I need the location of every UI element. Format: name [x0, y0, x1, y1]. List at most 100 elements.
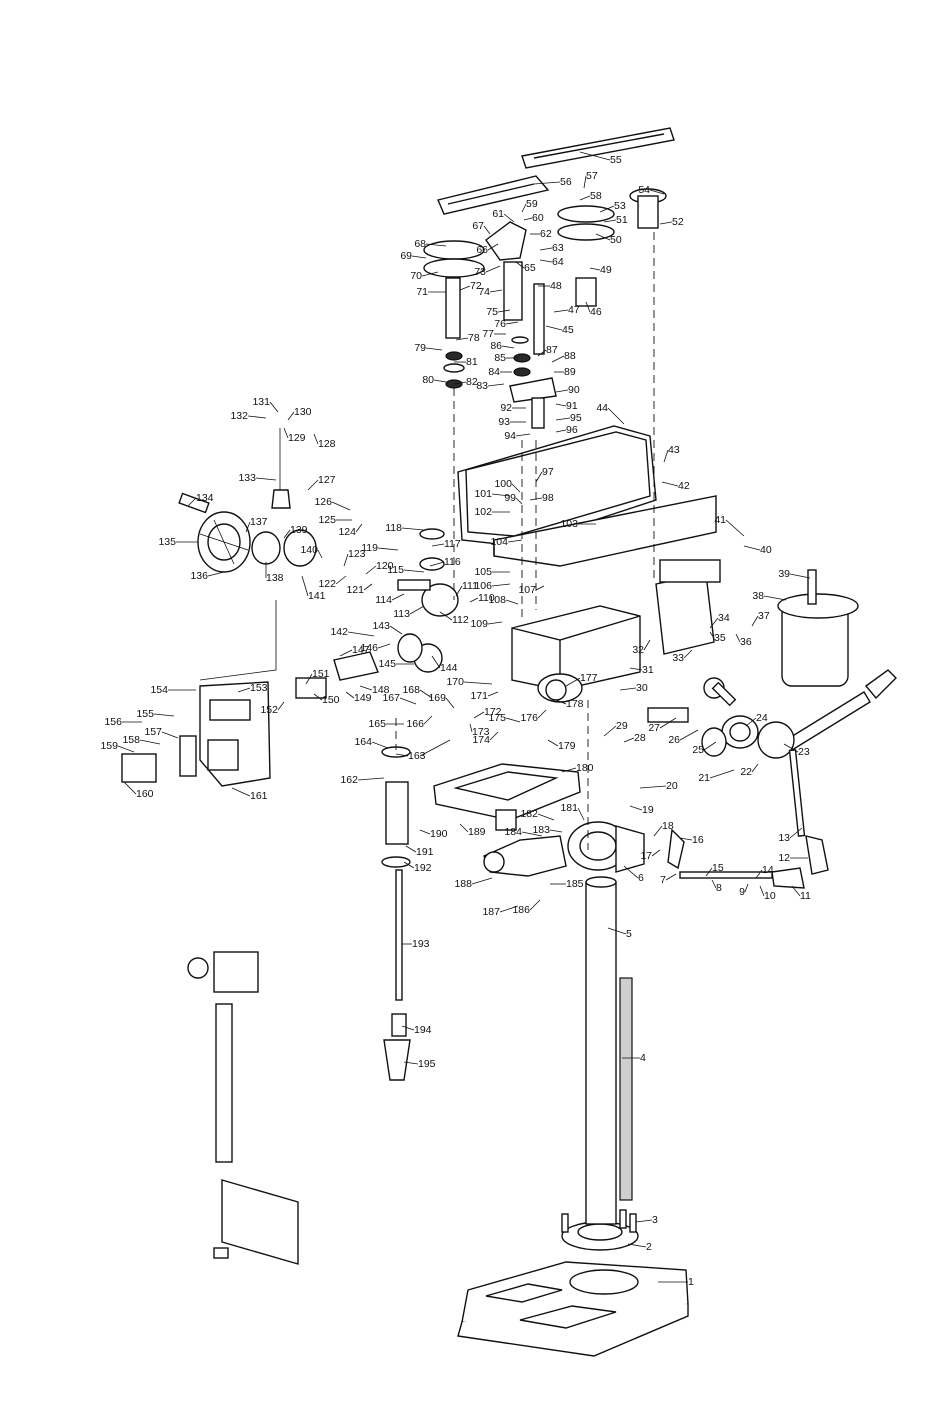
callout-label-43: 43	[668, 444, 680, 456]
motor	[777, 569, 859, 687]
callout-label-125: 125	[318, 514, 336, 526]
callout-leader-136	[207, 571, 225, 577]
callout-leader-188	[471, 877, 493, 885]
callout-leader-121	[363, 583, 373, 591]
callout-label-103: 103	[560, 518, 578, 530]
callout-leader-100	[511, 483, 521, 493]
callout-label-71: 71	[416, 286, 428, 298]
feed-handle	[757, 669, 897, 875]
callout-label-54: 54	[638, 184, 650, 196]
callout-label-127: 127	[318, 474, 336, 486]
callout-label-132: 132	[230, 410, 248, 422]
callout-leader-28	[623, 737, 635, 743]
callout-leader-66	[487, 243, 499, 251]
callout-leader-190	[419, 829, 431, 835]
callout-label-29: 29	[616, 720, 628, 732]
callout-label-148: 148	[372, 684, 390, 696]
callout-leader-140	[317, 549, 323, 559]
callout-leader-124	[355, 523, 363, 533]
callout-leader-130	[287, 411, 295, 421]
callout-leader-150	[313, 693, 323, 701]
base-plate	[457, 1261, 689, 1357]
callout-label-193: 193	[412, 938, 430, 950]
callout-leader-23	[783, 743, 799, 753]
callout-label-101: 101	[474, 488, 492, 500]
callout-leader-13	[789, 827, 803, 839]
callout-label-149: 149	[354, 692, 372, 704]
callout-leader-169	[445, 697, 455, 709]
pinion-shaft	[647, 677, 737, 723]
callout-leader-126	[331, 501, 351, 511]
callout-leader-21	[709, 769, 735, 779]
work-table	[433, 763, 581, 831]
callout-leader-39	[789, 573, 811, 579]
callout-label-13: 13	[778, 832, 790, 844]
callout-label-14: 14	[762, 864, 774, 876]
callout-label-3: 3	[652, 1214, 658, 1226]
callout-label-124: 124	[338, 526, 356, 538]
callout-label-30: 30	[636, 682, 648, 694]
callout-leader-163	[395, 753, 409, 757]
callout-leader-9	[744, 883, 749, 893]
callout-leader-6	[623, 865, 639, 879]
callout-label-176: 176	[520, 712, 538, 724]
callout-leader-106	[491, 583, 511, 587]
callout-leader-168	[419, 689, 433, 699]
callout-leader-113	[409, 605, 425, 615]
callout-leader-180	[561, 767, 577, 773]
callout-label-172: 172	[484, 706, 502, 718]
callout-leader-40	[743, 545, 761, 551]
callout-leader-118	[401, 527, 425, 531]
callout-leader-167	[399, 697, 417, 705]
callout-label-99: 99	[504, 492, 516, 504]
graduated-dial	[251, 529, 317, 567]
callout-label-104: 104	[490, 536, 508, 548]
callout-leader-162	[357, 777, 385, 781]
callout-leader-149	[345, 691, 355, 699]
callout-leader-164	[371, 741, 389, 749]
callout-label-107: 107	[518, 584, 536, 596]
callout-label-142: 142	[330, 626, 348, 638]
belt-upper	[521, 127, 675, 169]
callout-label-109: 109	[470, 618, 488, 630]
callout-leader-142	[347, 631, 375, 637]
callout-label-88: 88	[564, 350, 576, 362]
callout-label-105: 105	[474, 566, 492, 578]
callout-leader-112	[439, 611, 453, 621]
callout-label-161: 161	[250, 790, 268, 802]
callout-label-144: 144	[440, 662, 458, 674]
callout-label-1: 1	[688, 1276, 694, 1288]
callout-leader-82	[453, 381, 467, 385]
callout-leader-14	[755, 869, 763, 879]
callout-label-153: 153	[250, 682, 268, 694]
callout-label-194: 194	[414, 1024, 432, 1036]
callout-leader-59	[521, 203, 527, 213]
callout-leader-53	[599, 205, 615, 213]
callout-label-41: 41	[714, 514, 726, 526]
callout-label-133: 133	[238, 472, 256, 484]
callout-leader-5	[607, 927, 627, 935]
callout-label-191: 191	[416, 846, 434, 858]
motor-mount	[655, 559, 721, 655]
callout-leader-7	[665, 873, 677, 881]
callout-label-26: 26	[668, 734, 680, 746]
callout-leader-114	[391, 593, 405, 601]
callout-label-188: 188	[454, 878, 472, 890]
belt-lower	[437, 175, 550, 215]
callout-leader-127	[307, 479, 319, 491]
callout-label-110: 110	[478, 592, 495, 604]
callout-label-58: 58	[590, 190, 602, 202]
callout-leader-155	[153, 713, 175, 717]
callout-label-93: 93	[498, 416, 510, 428]
quill	[381, 746, 411, 1081]
callout-label-69: 69	[400, 250, 412, 262]
callout-label-10: 10	[764, 890, 776, 902]
callout-leader-116	[429, 561, 445, 567]
callout-label-63: 63	[552, 242, 564, 254]
tension-bracket	[485, 221, 527, 321]
callout-label-86: 86	[490, 340, 502, 352]
callout-leader-68	[425, 243, 447, 247]
callout-leader-19	[629, 805, 643, 811]
callout-label-57: 57	[586, 170, 598, 182]
